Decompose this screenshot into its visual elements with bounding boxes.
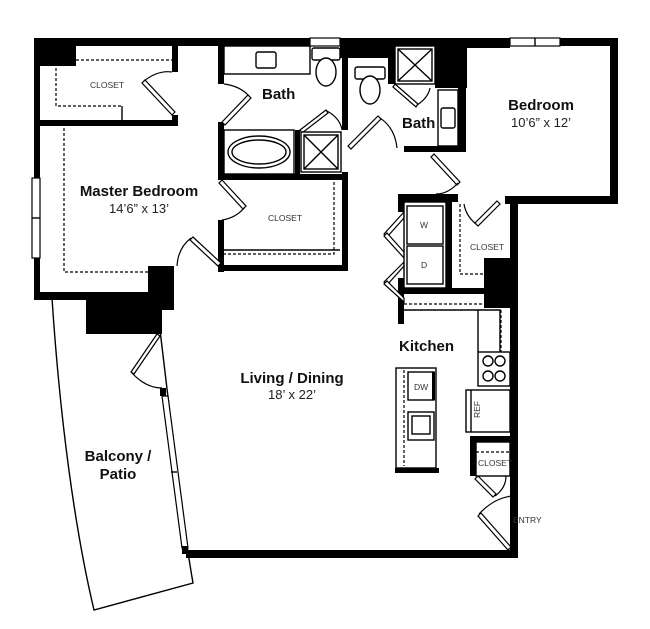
room-label-balcony-line2: Patio [100,466,137,483]
dryer-icon [406,245,444,285]
room-dims-master-bedroom: 14’6” x 13’ [109,201,169,216]
refrigerator-label: REF [472,401,482,418]
master-bath-fixtures: Bath [223,45,342,175]
closet-label: CLOSET [478,458,512,468]
entry-closet: CLOSET ENTRY [475,441,542,525]
washer-icon [406,205,444,245]
closet-label: CLOSET [90,80,124,90]
walls [34,38,618,558]
sink-icon [440,107,456,129]
room-label-master-bedroom: Master Bedroom [80,183,198,200]
dryer-label: D [421,260,427,270]
room-label-balcony-line1: Balcony / [85,448,153,465]
washer-label: W [420,220,428,230]
windows [31,37,561,554]
kitchen: REF DW Kitchen [395,303,511,469]
closet-bedroom: CLOSET [459,204,504,275]
room-label-bath2: Bath [402,115,435,132]
bath2-fixtures: Bath [354,45,459,147]
closet-top-left: CLOSET [55,59,172,120]
stove-icon [477,351,511,387]
refrigerator-icon [465,389,511,433]
master-bed-closet-shelf [63,128,148,273]
closet-label: CLOSET [268,213,302,223]
entry-label: ENTRY [513,515,542,525]
closet-label: CLOSET [470,242,504,252]
laundry: W D [403,201,447,289]
toilet-icon [359,75,381,105]
room-dims-bedroom: 10’6” x 12’ [511,115,571,130]
room-label-kitchen: Kitchen [399,338,454,355]
room-label-living: Living / Dining [240,370,343,387]
room-label-bedroom: Bedroom [508,97,574,114]
room-labels: Master Bedroom 14’6” x 13’ Bedroom 10’6”… [80,97,574,483]
dishwasher-label: DW [414,382,428,392]
toilet-icon [315,57,337,87]
room-dims-living: 18’ x 22’ [268,387,316,402]
doors [130,71,513,551]
sink-icon [255,51,277,69]
closet-master-right: CLOSET [224,182,340,255]
room-label-master-bath: Bath [262,86,295,103]
